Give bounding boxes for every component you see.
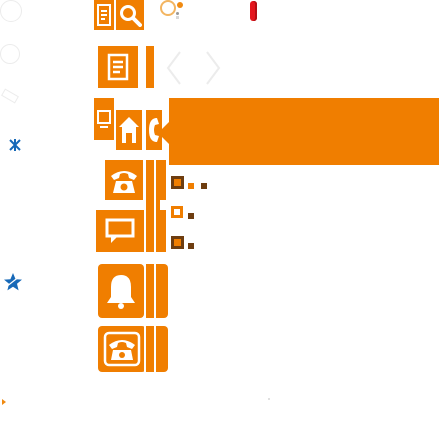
chat-bubble-icon[interactable] bbox=[156, 264, 168, 318]
camera-icon[interactable] bbox=[146, 326, 154, 372]
pager-dot[interactable] bbox=[201, 183, 207, 189]
faint-mark bbox=[1, 88, 19, 104]
ring-icon bbox=[160, 0, 176, 16]
bell-icon[interactable] bbox=[98, 264, 144, 318]
phone-icon[interactable] bbox=[105, 160, 143, 200]
faint-ring-top bbox=[0, 0, 22, 22]
faint-ring-middle bbox=[0, 44, 20, 64]
left-marker-small bbox=[9, 136, 21, 151]
document-icon-tall[interactable] bbox=[158, 210, 166, 252]
pager-dots bbox=[188, 183, 207, 189]
phone-icon-small[interactable] bbox=[156, 326, 168, 372]
tile-divider bbox=[94, 38, 174, 40]
mini-square-icon[interactable] bbox=[171, 236, 184, 249]
document-list-icon[interactable] bbox=[98, 46, 138, 88]
chevron-right-icon[interactable] bbox=[203, 50, 223, 90]
chat-icon[interactable] bbox=[96, 210, 144, 252]
pager-dots bbox=[188, 213, 194, 219]
house-icon[interactable] bbox=[116, 110, 142, 150]
faint-dot bbox=[176, 16, 179, 19]
search-icon[interactable] bbox=[116, 0, 144, 30]
note-icon[interactable] bbox=[146, 46, 154, 88]
phone-icon-large[interactable] bbox=[98, 326, 146, 372]
document-icon[interactable] bbox=[94, 0, 114, 30]
star-icon bbox=[3, 272, 23, 292]
pager-dot[interactable] bbox=[188, 243, 194, 249]
faint-dot bbox=[268, 398, 270, 400]
pager-dot[interactable] bbox=[188, 213, 194, 219]
banner-pointer bbox=[158, 122, 169, 144]
small-dot-icon bbox=[176, 12, 179, 15]
dot-icon bbox=[177, 2, 183, 8]
clock-icon[interactable] bbox=[160, 160, 166, 200]
mini-square-icon[interactable] bbox=[171, 176, 184, 189]
left-pointer-icon bbox=[2, 399, 6, 405]
tile-divider bbox=[144, 40, 146, 376]
chat-icon-outline[interactable] bbox=[146, 264, 154, 318]
chevron-left-icon[interactable] bbox=[164, 50, 184, 90]
mini-square-icon bbox=[174, 209, 180, 215]
house-icon-outline[interactable] bbox=[146, 160, 160, 252]
pager-dots bbox=[188, 243, 194, 249]
pin-icon bbox=[250, 1, 257, 21]
banner-tab bbox=[207, 98, 217, 140]
tile-divider bbox=[154, 160, 156, 376]
pager-dot[interactable] bbox=[188, 183, 194, 189]
monitor-icon[interactable] bbox=[94, 98, 114, 140]
